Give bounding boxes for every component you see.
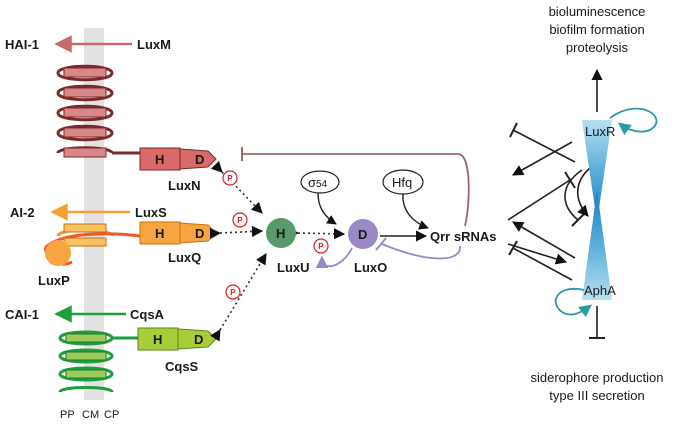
cqss-d-domain: [177, 328, 217, 350]
sigma54-label: σ54: [308, 175, 328, 190]
luxq-luxu-relay: [209, 225, 264, 240]
luxo-label: LuxO: [354, 260, 387, 275]
svg-text:P: P: [227, 174, 233, 183]
luxo-protein: [348, 219, 378, 249]
qrr-luxr-inhibition: [507, 179, 571, 221]
apha-gradient: [582, 190, 612, 300]
luxo-autoregulation-loop: [315, 247, 353, 269]
luxr-apha-curve-2: [576, 167, 591, 217]
luxr-autoregulation-loop: [609, 107, 658, 136]
luxn-label: LuxN: [168, 178, 201, 193]
hfq-label: Hfq: [392, 175, 412, 190]
cqss-d-label: D: [194, 332, 203, 347]
apha-luxr-cross-1: [512, 129, 576, 163]
luxn-d-label: D: [195, 152, 204, 167]
cai1-label: CAI-1: [5, 307, 39, 322]
apha-autoregulation-loop: [554, 287, 593, 318]
apha-label: AphA: [584, 283, 616, 298]
apha-luxr-cross-2: [512, 141, 573, 176]
luxn-transmembrane-coils: [56, 64, 140, 158]
cm-label: CM: [82, 409, 99, 421]
phospho-badge-luxq: P: [232, 212, 248, 228]
luxn-h-label: H: [155, 152, 164, 167]
luxp-protein: [45, 240, 71, 266]
luxs-label: LuxS: [135, 205, 167, 220]
cqsa-label: CqsA: [130, 307, 165, 322]
luxm-label: LuxM: [137, 37, 171, 52]
luxr-gradient: [582, 120, 612, 222]
svg-text:P: P: [230, 288, 236, 297]
qrr-apha-activation: [507, 243, 568, 265]
cqss-h-label: H: [153, 332, 162, 347]
luxo-d-label: D: [358, 227, 367, 242]
luxq-label: LuxQ: [168, 250, 201, 265]
phospho-badge-luxo: P: [313, 238, 329, 254]
output-proteolysis: proteolysis: [566, 40, 629, 55]
cqss-label: CqsS: [165, 359, 199, 374]
pp-label: PP: [60, 409, 75, 421]
qrr-label: Qrr sRNAs: [430, 229, 496, 244]
luxq-d-label: D: [195, 226, 204, 241]
luxr-apha-curve-1: [564, 169, 583, 221]
cqss-transmembrane-coils: [58, 330, 138, 394]
phospho-badge-luxn: P: [222, 170, 238, 186]
luxr-apha-cross-1: [512, 221, 576, 259]
ai2-label: AI-2: [10, 205, 35, 220]
output-biofilm-formation: biofilm formation: [549, 22, 644, 37]
luxp-label: LuxP: [38, 273, 70, 288]
luxu-h-label: H: [276, 226, 285, 241]
hfq-arrow: [402, 193, 429, 230]
phospho-badge-cqss: P: [225, 284, 241, 300]
cp-label: CP: [104, 409, 119, 421]
sigma54-arrow: [317, 192, 337, 225]
apha-luxr-cross-1-bar: [509, 122, 518, 138]
output-type3-secretion: type III secretion: [549, 388, 644, 403]
luxr-label: LuxR: [585, 124, 615, 139]
svg-text:P: P: [237, 216, 243, 225]
svg-text:P: P: [318, 242, 324, 251]
qrr-luxo-inhibition: [381, 243, 461, 260]
luxu-protein: [266, 218, 296, 248]
luxr-apha-cross-2-bar: [508, 240, 518, 256]
sigma54-factor: [300, 170, 340, 194]
hai1-label: HAI-1: [5, 37, 39, 52]
luxu-luxo-relay: [287, 227, 346, 240]
qrr-luxo-inhibition-bar: [375, 237, 387, 251]
qrr-luxn-inhibition: [242, 153, 470, 227]
output-siderophore-production: siderophore production: [531, 370, 664, 385]
luxq-h-label: H: [155, 226, 164, 241]
luxu-label: LuxU: [277, 260, 310, 275]
luxr-apha-cross-2: [512, 247, 573, 281]
output-bioluminescence: bioluminescence: [549, 4, 646, 19]
